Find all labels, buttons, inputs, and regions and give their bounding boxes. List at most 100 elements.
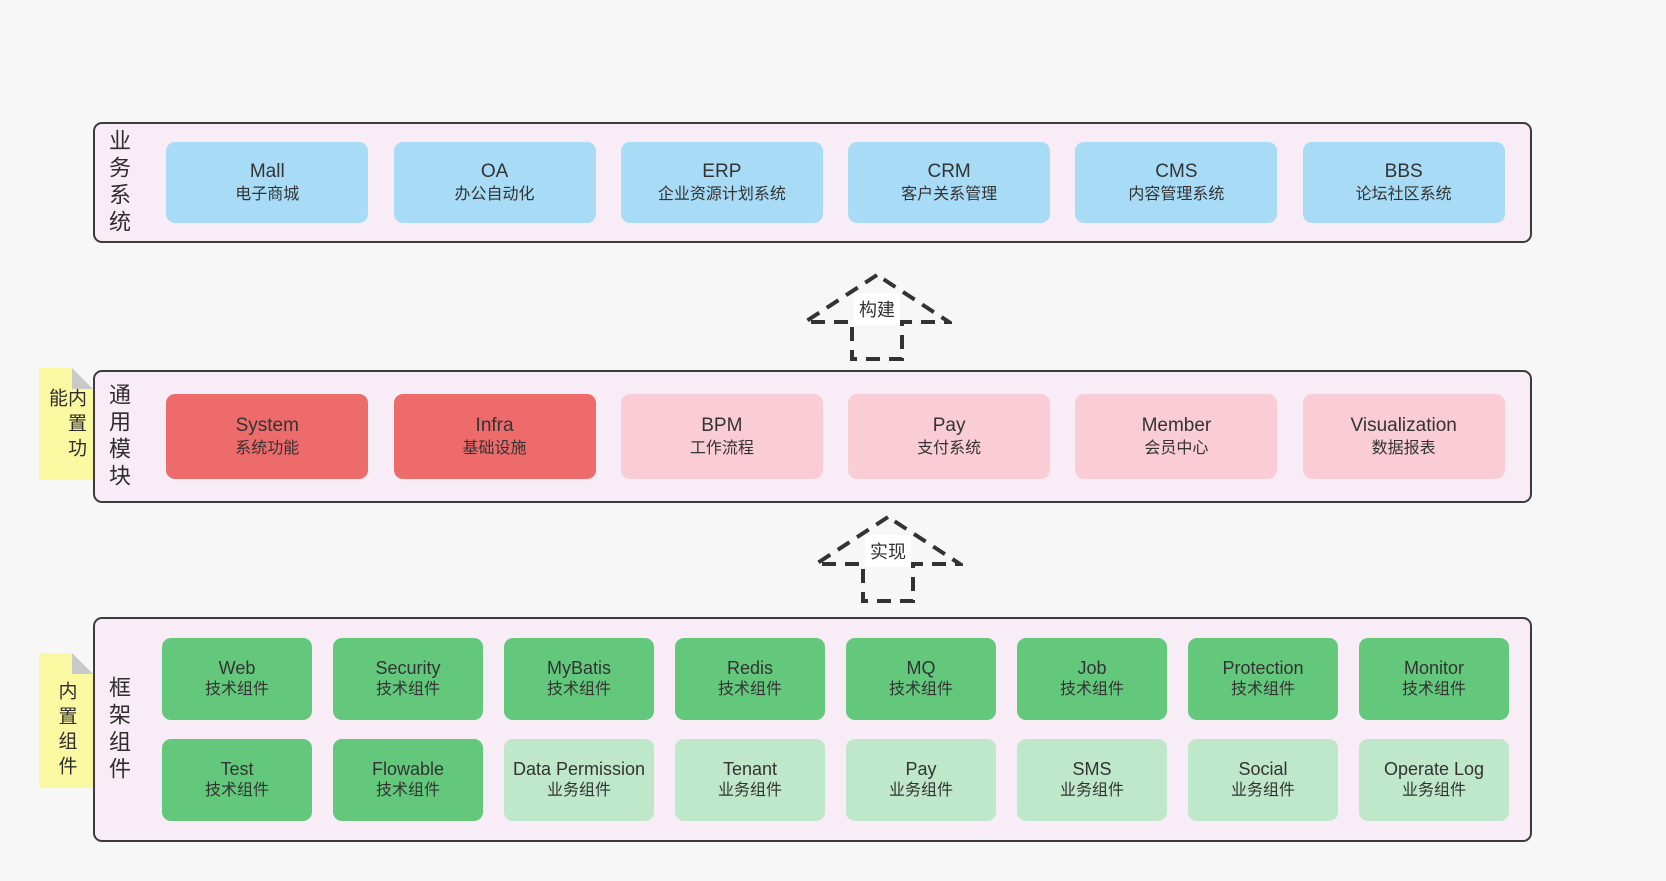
- system-name: OA: [480, 160, 509, 182]
- component-desc: 业务组件: [546, 782, 611, 800]
- sticky-note-built-in-features: 内置功能: [39, 368, 93, 480]
- component-name: Flowable: [371, 758, 445, 779]
- component-box: SMS 业务组件: [1017, 739, 1167, 821]
- component-desc: 技术组件: [204, 681, 269, 699]
- component-name: Monitor: [1403, 657, 1465, 678]
- system-desc: 办公自动化: [454, 185, 535, 203]
- component-box: Security 技术组件: [333, 638, 483, 720]
- component-desc: 业务组件: [1059, 782, 1124, 800]
- module-name: Visualization: [1350, 414, 1457, 436]
- band-label-text: 通用模块: [106, 382, 131, 491]
- module-name: BPM: [701, 414, 743, 436]
- system-box: Mall 电子商城: [166, 142, 369, 223]
- module-box: Visualization 数据报表: [1302, 394, 1505, 479]
- system-box: CRM 客户关系管理: [848, 142, 1051, 223]
- band-label-text: 业务系统: [106, 128, 131, 237]
- system-name: CRM: [927, 160, 971, 182]
- component-desc: 技术组件: [1401, 681, 1466, 699]
- arrow-implement-label: 实现: [865, 535, 911, 567]
- module-desc: 基础设施: [462, 439, 527, 457]
- band-label-text: 框架组件: [106, 675, 131, 784]
- component-desc: 技术组件: [375, 681, 440, 699]
- component-name: Operate Log: [1383, 758, 1485, 779]
- module-name: Member: [1141, 414, 1212, 436]
- system-desc: 论坛社区系统: [1355, 185, 1452, 203]
- component-box: Protection 技术组件: [1188, 638, 1338, 720]
- component-box: Social 业务组件: [1188, 739, 1338, 821]
- component-name: SMS: [1072, 758, 1112, 779]
- component-box: Flowable 技术组件: [333, 739, 483, 821]
- component-desc: 技术组件: [204, 782, 269, 800]
- system-box: CMS 内容管理系统: [1075, 142, 1278, 223]
- module-desc: 工作流程: [689, 439, 754, 457]
- module-name: Pay: [932, 414, 966, 436]
- component-box: Job 技术组件: [1017, 638, 1167, 720]
- component-desc: 业务组件: [1230, 782, 1295, 800]
- sticky-note-built-in-components: 内置组件: [39, 653, 93, 788]
- module-box: Member 会员中心: [1075, 394, 1278, 479]
- component-name: Test: [220, 758, 254, 779]
- module-box: System 系统功能: [166, 394, 369, 479]
- component-box: Data Permission 业务组件: [504, 739, 654, 821]
- component-name: Security: [375, 657, 441, 678]
- component-name: MQ: [906, 657, 936, 678]
- common-modules-boxes: System 系统功能 Infra 基础设施 BPM 工作流程 Pay 支付系统: [141, 372, 1530, 501]
- component-box: Monitor 技术组件: [1359, 638, 1509, 720]
- component-name: Social: [1238, 758, 1288, 779]
- module-name: Infra: [475, 414, 514, 436]
- system-desc: 企业资源计划系统: [657, 185, 786, 203]
- up-arrow-icon: [802, 272, 952, 361]
- component-name: Pay: [905, 758, 937, 779]
- component-name: Job: [1077, 657, 1107, 678]
- component-desc: 技术组件: [375, 782, 440, 800]
- framework-components-rows: Web 技术组件 Security 技术组件 MyBatis 技术组件: [141, 619, 1530, 840]
- component-box: MQ 技术组件: [846, 638, 996, 720]
- component-desc: 业务组件: [1401, 782, 1466, 800]
- band-common-modules: 通用模块 System 系统功能 Infra 基础设施 BPM 工作流程: [93, 370, 1532, 503]
- business-systems-boxes: Mall 电子商城 OA 办公自动化 ERP 企业资源计划系统 CRM 客户关系…: [141, 124, 1530, 241]
- system-box: BBS 论坛社区系统: [1302, 142, 1505, 223]
- module-desc: 系统功能: [235, 439, 300, 457]
- component-name: MyBatis: [546, 657, 611, 678]
- sticky-note-text: 内置组件: [55, 680, 77, 781]
- system-box: ERP 企业资源计划系统: [620, 142, 823, 223]
- system-name: Mall: [249, 160, 285, 182]
- component-desc: 技术组件: [546, 681, 611, 699]
- arrow-build-label: 构建: [854, 293, 900, 325]
- system-box: OA 办公自动化: [393, 142, 596, 223]
- band-label-framework-components: 框架组件: [95, 619, 141, 840]
- arrow-implement: 实现: [813, 511, 963, 606]
- module-name: System: [235, 414, 299, 436]
- system-desc: 电子商城: [235, 185, 300, 203]
- system-desc: 内容管理系统: [1128, 185, 1225, 203]
- band-business-systems: 业务系统 Mall 电子商城 OA 办公自动化 ERP 企业资源计划系统: [93, 122, 1532, 243]
- sticky-note-text: 内置功能: [46, 388, 86, 463]
- component-name: Redis: [726, 657, 774, 678]
- system-desc: 客户关系管理: [901, 185, 998, 203]
- band-framework-components: 框架组件 Web 技术组件 Security 技术组件 MyBati: [93, 617, 1532, 842]
- band-label-common-modules: 通用模块: [95, 372, 141, 501]
- component-box: Test 技术组件: [162, 739, 312, 821]
- module-desc: 会员中心: [1144, 439, 1209, 457]
- system-name: ERP: [702, 160, 742, 182]
- module-box: Infra 基础设施: [393, 394, 596, 479]
- system-name: BBS: [1384, 160, 1423, 182]
- component-box: Pay 业务组件: [846, 739, 996, 821]
- component-name: Web: [218, 657, 256, 678]
- module-box: BPM 工作流程: [620, 394, 823, 479]
- arrow-build: 构建: [802, 269, 952, 364]
- component-name: Protection: [1222, 657, 1304, 678]
- module-desc: 支付系统: [917, 439, 982, 457]
- component-desc: 技术组件: [1059, 681, 1124, 699]
- component-box: Redis 技术组件: [675, 638, 825, 720]
- framework-components-row-1: Web 技术组件 Security 技术组件 MyBatis 技术组件: [141, 638, 1530, 720]
- component-name: Tenant: [722, 758, 778, 779]
- component-desc: 技术组件: [717, 681, 782, 699]
- component-box: Tenant 业务组件: [675, 739, 825, 821]
- component-box: MyBatis 技术组件: [504, 638, 654, 720]
- component-box: Operate Log 业务组件: [1359, 739, 1509, 821]
- component-name: Data Permission: [512, 758, 646, 779]
- component-desc: 技术组件: [888, 681, 953, 699]
- system-name: CMS: [1155, 160, 1198, 182]
